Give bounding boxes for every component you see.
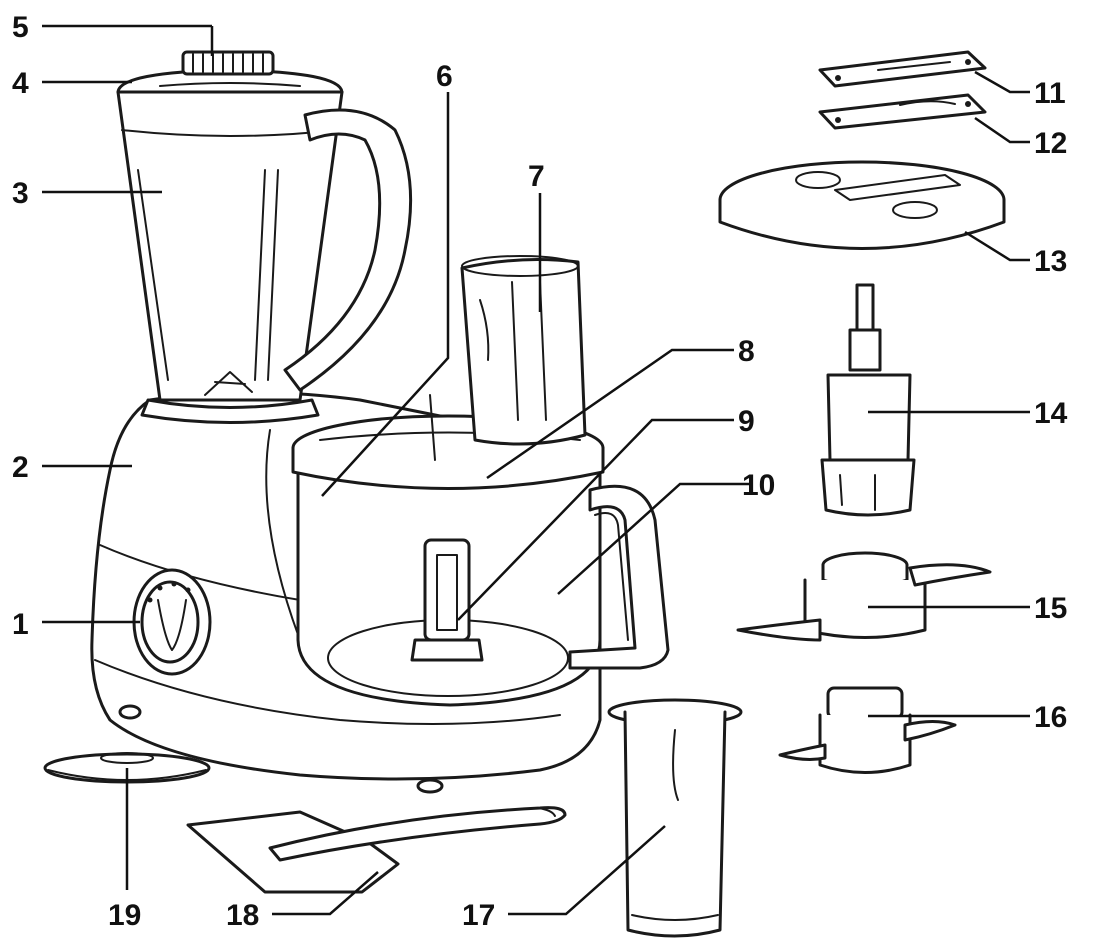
callout-2: 2 [12,451,29,484]
callout-19: 19 [108,899,141,932]
tall-beaker [607,698,743,938]
speed-control-knob [132,568,212,676]
callout-10: 10 [742,469,775,502]
slicing-disc [718,160,1006,250]
callout-13: 13 [1034,245,1067,278]
feed-tube-pusher [460,255,587,446]
leader-9 [457,418,734,621]
lid-cap [181,50,275,76]
callout-11: 11 [1034,77,1066,110]
leader-18 [272,871,379,916]
callout-1: 1 [12,608,29,641]
callout-5: 5 [12,11,29,44]
callout-8: 8 [738,335,755,368]
blade-insert-11 [818,50,987,88]
callout-15: 15 [1034,592,1067,625]
leader-6 [321,92,450,497]
callout-17: 17 [462,899,495,932]
callout-18: 18 [226,899,259,932]
leader-8 [486,348,734,480]
callout-3: 3 [12,177,29,210]
leader-13 [964,230,1030,262]
drive-shaft [410,538,484,662]
whisk-blade [778,686,957,774]
callout-4: 4 [12,67,29,100]
blade-insert-12 [818,93,987,130]
callout-12: 12 [1034,127,1067,160]
blender-jug [116,90,413,424]
callout-9: 9 [738,405,755,438]
leader-17 [508,825,666,916]
callout-6: 6 [436,60,453,93]
processor-bowl [296,458,670,707]
callout-14: 14 [1034,397,1068,430]
spatula [186,806,567,894]
callout-16: 16 [1034,701,1067,734]
chopping-blade [736,551,992,642]
leader-11 [974,70,1030,94]
leader-12 [974,116,1030,144]
leader-10 [557,482,753,595]
leader-lines [42,24,1030,916]
callout-labels: 1 2 3 4 5 6 7 8 9 10 11 12 13 14 15 16 1… [12,11,1068,932]
disc-holder [820,283,916,517]
callout-7: 7 [528,160,545,193]
